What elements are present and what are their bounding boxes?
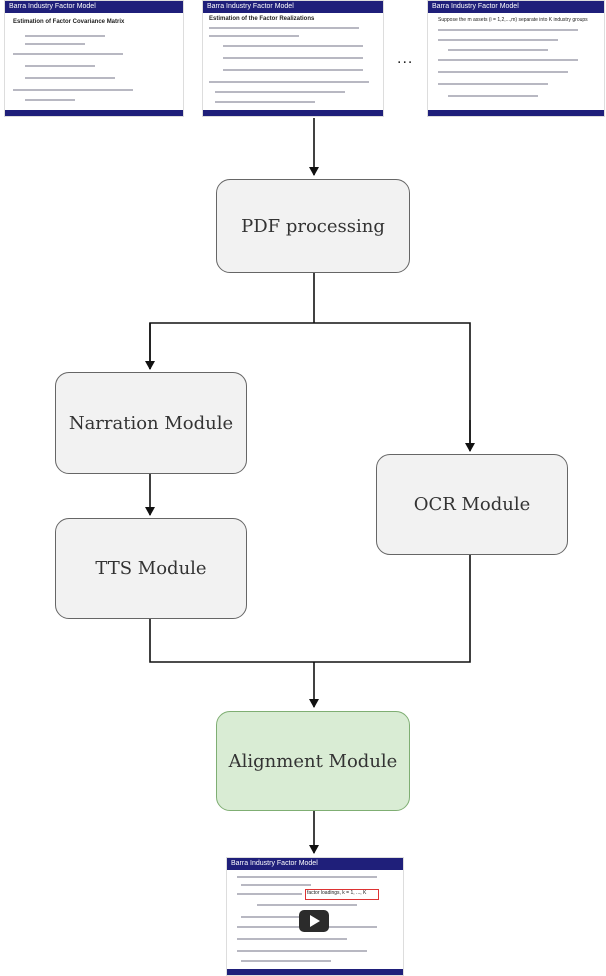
slide-formula-line [438,83,548,85]
ocr-module-box: OCR Module [376,454,568,555]
slide-formula-line [209,35,299,37]
slide-title-bar: Barra Industry Factor Model [5,1,183,13]
slide-formula-line [448,95,538,97]
slide-footer [203,110,383,116]
tts-module-box: TTS Module [55,518,247,619]
merge-line [149,553,471,663]
more-slides-ellipsis: ... [397,50,414,67]
highlight-text: factor loadings, k = 1, ..., K [307,890,367,896]
slide-footer [5,110,183,116]
slide-heading: Estimation of the Factor Realizations [209,16,315,22]
slide-title-bar: Barra Industry Factor Model [227,858,403,870]
alignment-module-box: Alignment Module [216,711,410,811]
slide-formula-line [237,876,377,878]
slide-heading: Suppose the m assets (i = 1,2,...,m) sep… [438,17,588,23]
slide-formula-line [25,43,85,45]
slide-formula-line [215,91,345,93]
slide-formula-line [237,893,302,895]
output-video-slide: Barra Industry Factor Model factor loadi… [226,857,404,976]
slide-footer [227,969,403,975]
slide-formula-line [25,35,105,37]
input-slide-2: Barra Industry Factor Model Estimation o… [202,0,384,117]
slide-heading: Estimation of Factor Covariance Matrix [13,19,125,25]
slide-formula-line [13,53,123,55]
slide-formula-line [13,89,133,91]
slide-formula-line [237,950,367,952]
slide-formula-line [209,27,359,29]
slide-formula-line [438,29,578,31]
slide-formula-line [223,45,363,47]
slide-formula-line [241,884,311,886]
slide-formula-line [257,904,357,906]
slide-formula-line [438,71,568,73]
slide-formula-line [25,99,75,101]
slide-footer [428,110,604,116]
slide-formula-line [237,938,347,940]
slide-formula-line [241,916,321,918]
pdf-processing-box: PDF processing [216,179,410,273]
slide-formula-line [438,59,578,61]
slide-formula-line [25,77,115,79]
slide-formula-line [25,65,95,67]
slide-formula-line [223,57,363,59]
slide-formula-line [215,101,315,103]
play-button-icon[interactable] [299,910,329,932]
slide-formula-line [448,49,548,51]
input-slide-1: Barra Industry Factor Model Estimation o… [4,0,184,117]
slide-formula-line [223,69,363,71]
narration-module-box: Narration Module [55,372,247,474]
slide-formula-line [241,960,331,962]
slide-formula-line [438,39,558,41]
highlight-box [305,889,379,900]
slide-title-bar: Barra Industry Factor Model [203,1,383,13]
slide-formula-line [209,81,369,83]
slide-title-bar: Barra Industry Factor Model [428,1,604,13]
input-slide-3: Barra Industry Factor Model Suppose the … [427,0,605,117]
